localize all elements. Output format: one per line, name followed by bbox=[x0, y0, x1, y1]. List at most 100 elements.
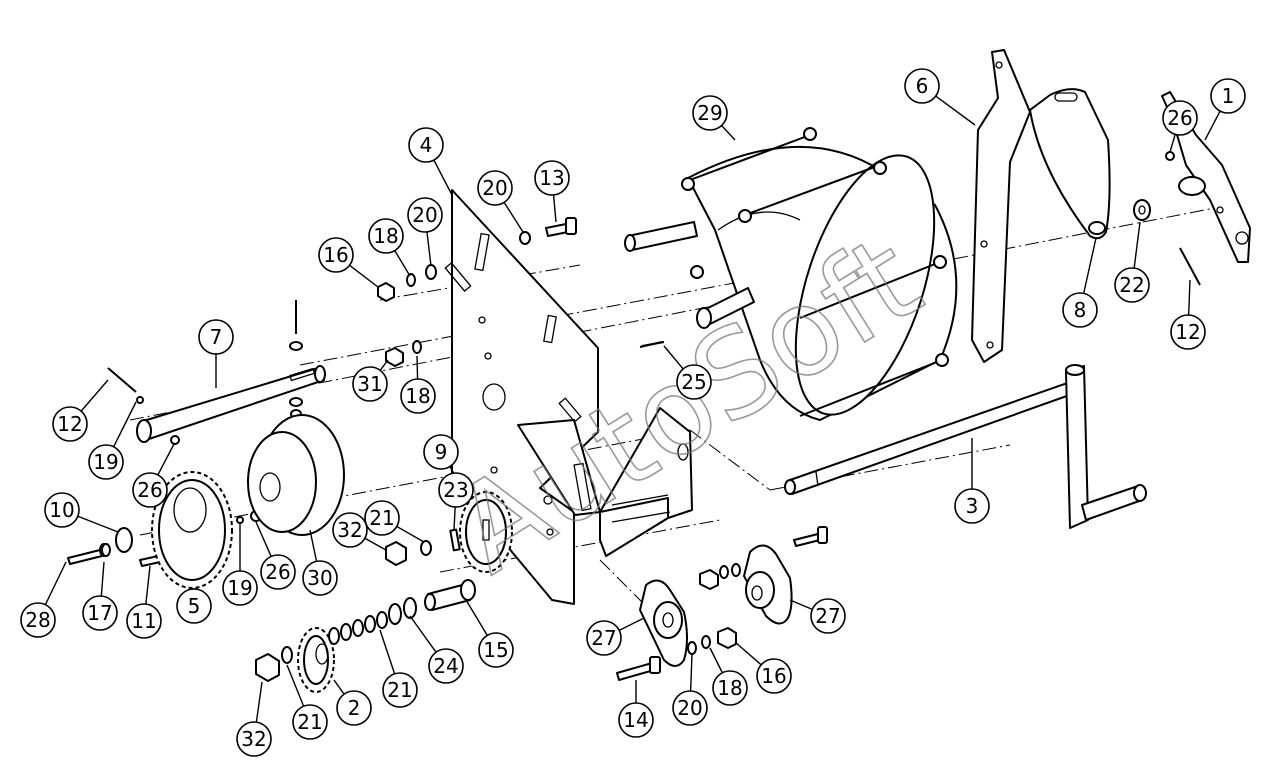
callout-circle bbox=[382, 672, 418, 708]
callout-number: 27 bbox=[591, 626, 616, 650]
callout-c6: 6 bbox=[904, 68, 976, 126]
callout-leader-line bbox=[379, 629, 396, 675]
sprocket-small bbox=[297, 627, 335, 693]
callout-leader-line bbox=[453, 506, 456, 531]
callout-c19a: 19 bbox=[88, 401, 137, 480]
callout-c18c: 18 bbox=[709, 647, 748, 706]
callout-leader-line bbox=[349, 264, 379, 288]
callout-number: 7 bbox=[210, 325, 223, 349]
callout-number: 31 bbox=[357, 372, 382, 396]
callout-leader-line bbox=[721, 124, 736, 141]
sprocket-medium bbox=[459, 491, 513, 573]
callout-circle bbox=[332, 512, 368, 548]
callout-circle bbox=[954, 488, 990, 524]
callout-leader-line bbox=[789, 599, 813, 611]
callout-circle bbox=[1162, 100, 1198, 136]
callout-leader-line bbox=[364, 537, 387, 551]
callout-c32b: 32 bbox=[236, 681, 272, 757]
callout-c5: 5 bbox=[176, 588, 212, 624]
callout-leader-line bbox=[309, 529, 318, 562]
callout-circle bbox=[438, 472, 474, 508]
callout-number: 32 bbox=[241, 727, 266, 751]
callout-number: 1 bbox=[1222, 84, 1235, 108]
callout-leader-line bbox=[394, 250, 411, 277]
callout-leader-line bbox=[1169, 134, 1176, 153]
callout-number: 20 bbox=[482, 176, 507, 200]
callout-c18a: 18 bbox=[368, 218, 411, 277]
sprocket-large bbox=[151, 471, 233, 589]
callout-c19b: 19 bbox=[222, 524, 258, 606]
callout-number: 13 bbox=[539, 166, 564, 190]
callout-c27a: 27 bbox=[586, 617, 645, 656]
callout-leader-line bbox=[465, 599, 488, 636]
callout-c13: 13 bbox=[534, 160, 570, 223]
callout-labels: 1234567891011121213141516161718181819192… bbox=[20, 68, 1246, 757]
callout-leader-line bbox=[503, 201, 524, 233]
callout-number: 21 bbox=[369, 506, 394, 530]
callout-number: 24 bbox=[433, 654, 458, 678]
callout-circle bbox=[712, 670, 748, 706]
callout-leader-line bbox=[145, 565, 151, 605]
callout-c16b: 16 bbox=[734, 641, 792, 694]
callout-c20b: 20 bbox=[407, 197, 443, 267]
callout-circle bbox=[1062, 292, 1098, 328]
callout-leader-line bbox=[1133, 221, 1141, 269]
callout-leader-line bbox=[426, 231, 432, 267]
callout-number: 19 bbox=[93, 450, 118, 474]
callout-circle bbox=[477, 170, 513, 206]
callout-number: 28 bbox=[25, 608, 50, 632]
callout-leader-line bbox=[709, 647, 724, 674]
callout-leader-line bbox=[44, 561, 67, 605]
callout-leader-line bbox=[552, 194, 557, 223]
callout-number: 11 bbox=[131, 609, 156, 633]
callout-c22: 22 bbox=[1114, 221, 1150, 303]
callout-number: 21 bbox=[387, 678, 412, 702]
callout-circle bbox=[676, 364, 712, 400]
callout-c28: 28 bbox=[20, 561, 67, 638]
callout-number: 12 bbox=[57, 412, 82, 436]
callout-circle bbox=[810, 598, 846, 634]
callout-number: 21 bbox=[297, 710, 322, 734]
callout-circle bbox=[904, 68, 940, 104]
callout-leader-line bbox=[286, 664, 305, 707]
callout-leader-line bbox=[1204, 110, 1221, 141]
callout-circle bbox=[428, 648, 464, 684]
callout-circle bbox=[222, 570, 258, 606]
callout-circle bbox=[423, 434, 459, 470]
callout-number: 15 bbox=[483, 638, 508, 662]
callout-c20c: 20 bbox=[672, 653, 708, 726]
callout-number: 19 bbox=[227, 576, 252, 600]
callout-leader-line bbox=[734, 641, 762, 666]
callout-c20a: 20 bbox=[477, 170, 524, 233]
callout-number: 4 bbox=[420, 133, 433, 157]
callout-number: 14 bbox=[623, 708, 648, 732]
callout-leader-line bbox=[396, 525, 425, 543]
callout-c29: 29 bbox=[692, 95, 736, 141]
callout-c25: 25 bbox=[663, 345, 712, 400]
callout-number: 22 bbox=[1119, 273, 1144, 297]
callout-c27b: 27 bbox=[789, 598, 846, 634]
mounting-bracket bbox=[517, 407, 693, 557]
callout-c1: 1 bbox=[1204, 78, 1246, 141]
callout-circle bbox=[132, 472, 168, 508]
callout-c21b: 21 bbox=[286, 664, 328, 740]
guard-plate bbox=[1029, 88, 1111, 240]
callout-number: 16 bbox=[761, 664, 786, 688]
callout-circle bbox=[408, 127, 444, 163]
callout-number: 9 bbox=[435, 440, 448, 464]
callout-c11: 11 bbox=[126, 565, 162, 639]
callout-circle bbox=[1170, 314, 1206, 350]
callout-leader-line bbox=[112, 401, 137, 448]
callout-c32a: 32 bbox=[332, 512, 387, 551]
callout-circle bbox=[44, 492, 80, 528]
callout-c26c: 26 bbox=[255, 521, 296, 590]
callout-number: 10 bbox=[49, 498, 74, 522]
callout-leader-line bbox=[255, 681, 263, 723]
callout-leader-line bbox=[1083, 237, 1097, 294]
callout-number: 16 bbox=[323, 243, 348, 267]
callout-number: 6 bbox=[916, 74, 929, 98]
callout-c10: 10 bbox=[44, 492, 119, 533]
callout-circle bbox=[52, 406, 88, 442]
callout-number: 17 bbox=[87, 601, 112, 625]
callout-circle bbox=[88, 444, 124, 480]
